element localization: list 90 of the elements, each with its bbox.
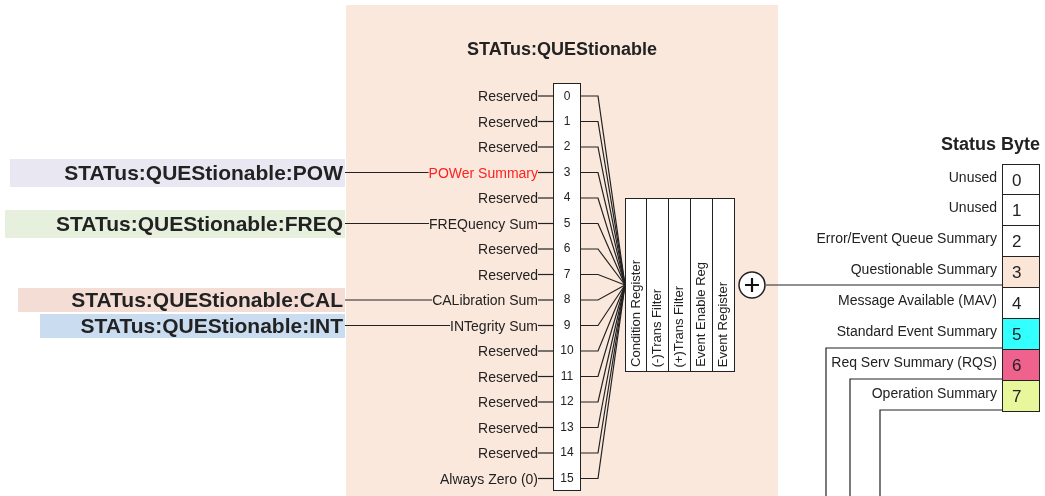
connector-line bbox=[537, 95, 554, 97]
bit-label: Message Available (MAV) bbox=[838, 292, 997, 308]
bit-number: 11 bbox=[559, 368, 575, 383]
register-name: (+)Trans Filter bbox=[671, 285, 687, 367]
bit-label: Always Zero (0) bbox=[439, 469, 538, 488]
register-name: Condition Register bbox=[628, 260, 644, 367]
bit-cell bbox=[553, 465, 581, 492]
register-column bbox=[669, 198, 691, 372]
bit-label: Reserved bbox=[478, 265, 538, 284]
bit-label: Reserved bbox=[478, 444, 538, 462]
register-column bbox=[691, 198, 713, 372]
bit-number: 3 bbox=[562, 164, 572, 179]
connector-line bbox=[849, 378, 1003, 496]
bit-number: 1 bbox=[562, 113, 572, 128]
command-label: STATus:QUEStionable:FREQ bbox=[5, 209, 345, 238]
bit-label: Reserved bbox=[478, 342, 538, 360]
bit-number: 4 bbox=[562, 190, 572, 205]
bit-label: Reserved bbox=[478, 393, 538, 411]
connector-line bbox=[537, 248, 554, 250]
bit-label: FREQuency Sum bbox=[429, 214, 538, 233]
bit-number: 2 bbox=[1012, 232, 1022, 252]
bit-label: Unused bbox=[948, 169, 997, 185]
connector-line bbox=[344, 324, 451, 327]
bit-number: 6 bbox=[1012, 356, 1022, 376]
bit-label: Reserved bbox=[478, 418, 538, 437]
command-label: STATus:QUEStionable:INT bbox=[40, 313, 345, 338]
connector-line bbox=[580, 284, 626, 327]
bit-number: 12 bbox=[559, 394, 575, 409]
bit-number: 6 bbox=[562, 241, 572, 256]
connector-line bbox=[344, 222, 430, 225]
register-panel bbox=[346, 5, 778, 496]
register-column bbox=[647, 198, 669, 372]
register-name: Event Register bbox=[715, 281, 731, 367]
connector-line bbox=[537, 452, 554, 454]
bit-number: 0 bbox=[562, 89, 572, 104]
register-column bbox=[713, 198, 735, 372]
bit-label: Req Serv Summary (RQS) bbox=[831, 354, 997, 370]
bit-label: POWer Summary bbox=[428, 163, 538, 182]
bit-number: 5 bbox=[1012, 325, 1022, 345]
panel-title: STATus:QUEStionable bbox=[466, 39, 658, 60]
connector-line bbox=[580, 273, 626, 286]
bit-number: 14 bbox=[559, 445, 575, 460]
command-label: STATus:QUEStionable:CAL bbox=[18, 288, 345, 312]
bit-label: Standard Event Summary bbox=[836, 323, 997, 339]
bit-label: Questionable Summary bbox=[850, 261, 997, 277]
connector-line bbox=[537, 401, 554, 403]
bit-number: 0 bbox=[1012, 171, 1022, 191]
bit-label: Reserved bbox=[478, 138, 538, 156]
connector-line bbox=[580, 222, 626, 286]
bit-number: 13 bbox=[559, 419, 575, 434]
bit-number: 4 bbox=[1012, 294, 1022, 314]
connector-line bbox=[537, 197, 554, 199]
bit-number: 1 bbox=[1012, 201, 1022, 221]
register-name: Event Enable Reg bbox=[693, 262, 709, 367]
bit-label: Error/Event Queue Summary bbox=[816, 230, 997, 246]
bit-cell bbox=[553, 83, 581, 109]
connector-line bbox=[580, 284, 626, 301]
summing-junction bbox=[738, 271, 766, 299]
connector-line bbox=[825, 347, 1003, 496]
bit-number: 7 bbox=[1012, 387, 1022, 407]
connector-line bbox=[537, 146, 554, 148]
connector-line bbox=[537, 350, 554, 352]
bit-label: Reserved bbox=[478, 112, 538, 131]
connector-line bbox=[765, 284, 1003, 286]
bit-label: Reserved bbox=[478, 87, 538, 105]
section-title: Status Byte bbox=[940, 134, 1040, 155]
bit-label: Reserved bbox=[478, 240, 538, 258]
bit-number: 7 bbox=[562, 266, 572, 281]
bit-label: Operation Summary bbox=[871, 385, 997, 401]
connector-line bbox=[879, 409, 1003, 496]
bit-number: 8 bbox=[562, 292, 572, 307]
register-name: (-)Trans Filter bbox=[649, 288, 665, 367]
connector-line bbox=[344, 299, 433, 301]
bit-label: Reserved bbox=[478, 189, 538, 207]
connector-line bbox=[537, 299, 554, 301]
bit-number: 10 bbox=[559, 343, 575, 358]
bit-number: 2 bbox=[562, 139, 572, 154]
bit-label: INTegrity Sum bbox=[450, 316, 538, 335]
connector-line bbox=[344, 171, 430, 174]
bit-number: 9 bbox=[562, 317, 572, 332]
bit-number: 5 bbox=[562, 215, 572, 230]
register-column bbox=[625, 198, 647, 372]
command-label: STATus:QUEStionable:POW bbox=[10, 158, 345, 187]
bit-number: 3 bbox=[1012, 263, 1022, 283]
bit-label: Unused bbox=[948, 199, 997, 215]
bit-label: Reserved bbox=[478, 367, 538, 386]
bit-number: 15 bbox=[559, 470, 575, 485]
connector-line bbox=[580, 248, 626, 286]
bit-label: CALibration Sum bbox=[432, 291, 538, 309]
connector-line bbox=[580, 284, 626, 352]
